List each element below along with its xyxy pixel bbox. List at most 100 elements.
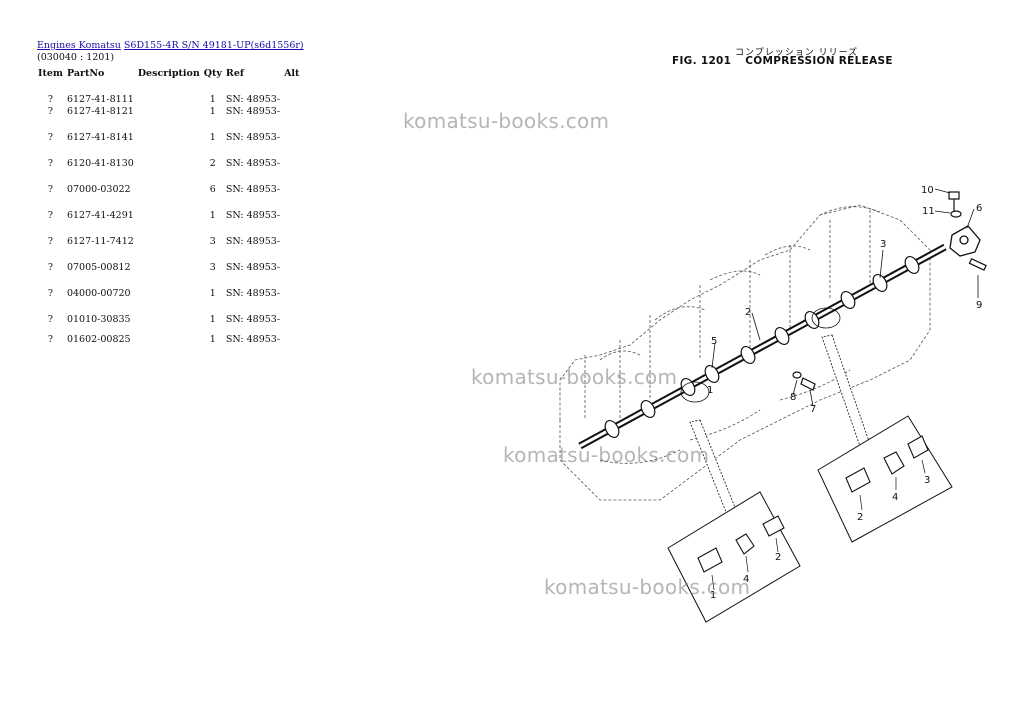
table-header-row: Item PartNo Description Qty Ref Alt [36, 66, 304, 80]
breadcrumb-link-engines[interactable]: Engines Komatsu [37, 40, 121, 51]
callout-detail-4b: 4 [743, 574, 749, 585]
cell-alt [282, 158, 304, 184]
cell-ref: SN: 48953- [225, 210, 281, 221]
cell-description [136, 158, 202, 184]
header-description: Description [137, 67, 200, 79]
cell-partno: 07000-03022 [66, 184, 131, 195]
cell-alt [282, 334, 304, 352]
cell-partno: 6127-11-7412 [66, 236, 134, 247]
callout-detail-2b: 2 [775, 552, 781, 563]
cell-ref: SN: 48953- [225, 158, 281, 169]
cell-alt [282, 314, 304, 334]
cell-qty: 1 [209, 210, 216, 221]
cell-alt [282, 262, 304, 288]
table-row: ? 6127-41-8111 1 SN: 48953- [36, 80, 304, 106]
cell-qty: 3 [209, 236, 216, 247]
breadcrumb: Engines Komatsu S6D155-4R S/N 49181-UP(s… [37, 40, 304, 51]
pin-part-9 [968, 258, 987, 271]
callout-9: 9 [976, 300, 982, 311]
cell-item: ? [47, 158, 54, 169]
camshaft [578, 243, 947, 450]
cell-description [136, 262, 202, 288]
callout-detail-2: 2 [857, 512, 863, 523]
cell-item: ? [47, 132, 54, 143]
cell-alt [282, 236, 304, 262]
callout-detail-4: 4 [892, 492, 898, 503]
table-row: ? 01602-00825 1 SN: 48953- [36, 334, 304, 352]
cell-partno: 6127-41-8111 [66, 94, 134, 105]
cell-qty: 6 [209, 184, 216, 195]
cell-alt [282, 288, 304, 314]
figure-number: FIG. 1201 [672, 55, 732, 67]
detail-box-right [817, 415, 953, 543]
cell-description [136, 288, 202, 314]
cell-qty: 1 [209, 314, 216, 325]
cell-partno: 6127-41-8121 [66, 106, 134, 117]
table-row: ? 6127-41-8141 1 SN: 48953- [36, 132, 304, 158]
cell-qty: 1 [209, 334, 216, 345]
cell-description [136, 132, 202, 158]
bolt-part-8-7 [792, 371, 816, 391]
parts-diagram: 10 11 6 9 3 2 5 1 8 7 2 4 3 4 1 2 [559, 185, 987, 623]
cell-partno: 07005-00812 [66, 262, 131, 273]
cell-ref: SN: 48953- [225, 262, 281, 273]
watermark-text: komatsu-books.com [471, 365, 678, 389]
cell-description [136, 236, 202, 262]
table-row: ? 6120-41-8130 2 SN: 48953- [36, 158, 304, 184]
cell-description [136, 184, 202, 210]
cell-partno: 6120-41-8130 [66, 158, 134, 169]
header-item: Item [38, 67, 63, 79]
cell-description [136, 106, 202, 132]
leader-lines [711, 188, 979, 407]
cell-item: ? [47, 94, 54, 105]
callout-6: 6 [976, 203, 982, 214]
header-alt: Alt [284, 67, 300, 79]
cell-partno: 6127-41-4291 [66, 210, 134, 221]
cell-description [136, 80, 202, 106]
cell-ref: SN: 48953- [225, 288, 281, 299]
engine-block-outline [559, 204, 931, 501]
figure-title-japanese: コンプレッション リリーズ [735, 48, 859, 58]
table-row: ? 6127-41-8121 1 SN: 48953- [36, 106, 304, 132]
cell-partno: 04000-00720 [66, 288, 131, 299]
cell-ref: SN: 48953- [225, 314, 281, 325]
washer-part-11 [950, 210, 962, 218]
watermark-text: komatsu-books.com [544, 575, 751, 599]
table-row: ? 04000-00720 1 SN: 48953- [36, 288, 304, 314]
callout-11: 11 [922, 206, 935, 217]
cell-ref: SN: 48953- [225, 132, 281, 143]
header-partno: PartNo [66, 67, 105, 79]
figure-name: COMPRESSION RELEASE [745, 55, 893, 67]
breadcrumb-link-model[interactable]: S6D155-4R S/N 49181-UP(s6d1556r) [123, 40, 304, 51]
cell-partno: 01010-30835 [66, 314, 131, 325]
cell-alt [282, 210, 304, 236]
cell-item: ? [47, 262, 54, 273]
callout-detail-1: 1 [710, 590, 716, 601]
bolt-part-10 [948, 191, 960, 212]
callout-7: 7 [810, 404, 816, 415]
page-code: (030040 : 1201) [37, 52, 115, 63]
table-row: ? 6127-11-7412 3 SN: 48953- [36, 236, 304, 262]
table-row: ? 01010-30835 1 SN: 48953- [36, 314, 304, 334]
detail-projection-right [821, 334, 873, 453]
callout-5: 5 [711, 336, 717, 347]
cell-item: ? [47, 288, 54, 299]
cell-description [136, 210, 202, 236]
callout-8: 8 [790, 392, 796, 403]
bracket-part-6 [949, 225, 981, 257]
cell-ref: SN: 48953- [225, 334, 281, 345]
figure-title: FIG. 1201 COMPRESSION RELEASE [672, 55, 893, 67]
watermark-text: komatsu-books.com [503, 443, 710, 467]
cell-qty: 1 [209, 132, 216, 143]
callout-1: 1 [707, 385, 713, 396]
cell-qty: 1 [209, 94, 216, 105]
cell-alt [282, 80, 304, 106]
cell-alt [282, 106, 304, 132]
table-row: ? 6127-41-4291 1 SN: 48953- [36, 210, 304, 236]
cell-alt [282, 184, 304, 210]
table-row: ? 07005-00812 3 SN: 48953- [36, 262, 304, 288]
watermark-text: komatsu-books.com [403, 109, 610, 133]
header-qty: Qty [203, 67, 222, 79]
cell-qty: 1 [209, 288, 216, 299]
detail-box-left [667, 491, 801, 623]
